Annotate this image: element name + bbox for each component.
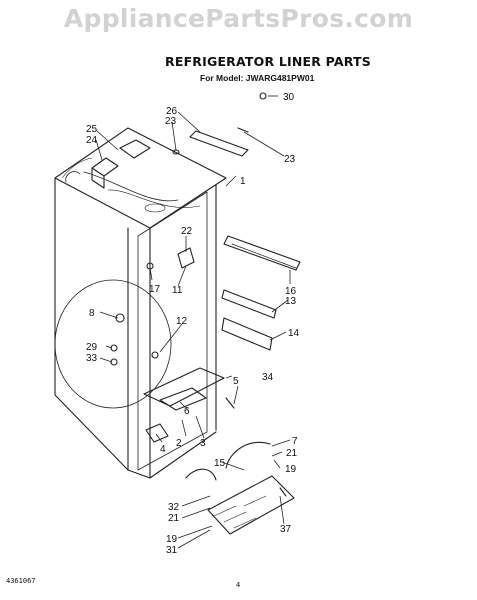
callout-19-left: 19 <box>166 534 178 545</box>
callout-22: 22 <box>181 226 193 237</box>
callout-5: 5 <box>233 376 239 387</box>
callout-23-right: 23 <box>284 154 296 165</box>
crossbar-34 <box>143 367 225 407</box>
liner-body <box>54 127 227 479</box>
screw-5 <box>225 397 235 409</box>
page-number: 4 <box>236 581 241 589</box>
callout-32: 32 <box>168 502 180 513</box>
callout-4: 4 <box>160 444 166 455</box>
callout-19-right: 19 <box>285 464 297 475</box>
callout-31: 31 <box>166 545 178 556</box>
tube-7 <box>225 442 271 469</box>
part-8 <box>115 313 125 323</box>
part-4 <box>145 423 169 443</box>
watermark: AppliancePartsPros.com <box>63 4 414 33</box>
callout-15: 15 <box>214 458 226 469</box>
part-30 <box>259 92 267 100</box>
tube-32 <box>185 468 217 481</box>
callout-34: 34 <box>262 372 274 383</box>
callout-25: 25 <box>86 124 98 135</box>
shelf-support-14 <box>221 317 273 351</box>
callout-21-right: 21 <box>286 448 298 459</box>
callout-7: 7 <box>292 436 298 447</box>
callout-14: 14 <box>288 328 300 339</box>
doc-number: 4361067 <box>6 577 36 585</box>
shelf-support-16 <box>223 235 301 271</box>
screw-23-top <box>237 127 249 133</box>
part-12 <box>151 351 159 359</box>
callout-13: 13 <box>285 296 297 307</box>
callout-17: 17 <box>149 284 161 295</box>
callout-2: 2 <box>176 438 182 449</box>
callout-11: 11 <box>172 285 183 296</box>
callout-6: 6 <box>184 406 190 417</box>
part-37 <box>279 487 287 497</box>
page-title: REFRIGERATOR LINER PARTS <box>165 54 371 69</box>
callout-3: 3 <box>200 438 206 449</box>
callout-37: 37 <box>280 524 292 535</box>
callout-1: 1 <box>240 176 246 187</box>
callout-21-left: 21 <box>168 513 180 524</box>
callout-24: 24 <box>86 135 98 146</box>
callout-29: 29 <box>86 342 98 353</box>
callout-16: 16 <box>285 286 297 297</box>
callout-labels: 30 26 23 25 24 23 1 22 17 11 16 13 8 12 … <box>86 92 300 556</box>
callout-30: 30 <box>283 92 295 103</box>
top-bracket-part <box>189 130 249 157</box>
shelf-support-13 <box>221 289 277 319</box>
drain-pan-31 <box>207 475 295 535</box>
light-housing-part <box>65 139 151 189</box>
model-subtitle: For Model: JWARG481PW01 <box>200 73 315 83</box>
callout-12: 12 <box>176 316 188 327</box>
detail-circle <box>54 279 172 409</box>
callout-26: 26 <box>166 106 178 117</box>
callout-33: 33 <box>86 353 98 364</box>
callout-23-top: 23 <box>165 116 177 127</box>
callout-8: 8 <box>89 308 95 319</box>
bottom-bracket <box>159 387 207 411</box>
